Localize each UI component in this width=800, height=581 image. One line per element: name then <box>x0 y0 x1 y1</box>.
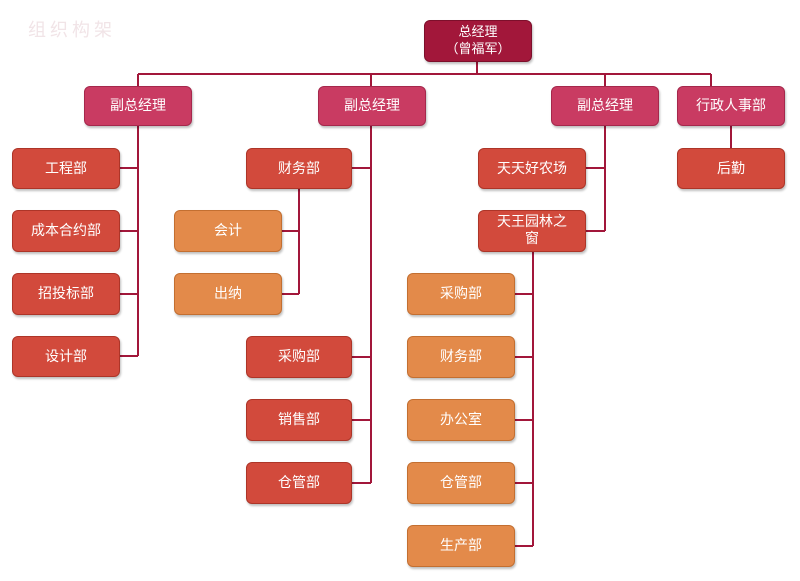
connector-garden-sub <box>515 252 534 547</box>
dept-farm: 天天好农场 <box>478 148 586 189</box>
ceo-title: 总经理 <box>458 25 498 40</box>
vp-node-2: 副总经理 <box>318 86 426 126</box>
connector-ceo-bus <box>137 62 712 86</box>
dept-logistics: 后勤 <box>677 148 785 189</box>
connector-branch-3 <box>586 126 606 232</box>
watermark: 组织构架 <box>28 20 116 41</box>
hr-admin-node: 行政人事部 <box>677 86 785 126</box>
ceo-name: （曾福军） <box>445 42 511 57</box>
dept-sales: 销售部 <box>246 399 352 441</box>
ceo-node: 总经理 （曾福军） <box>424 20 532 62</box>
dept-bidding: 招投标部 <box>12 273 120 315</box>
connector-finance-sub <box>282 189 300 295</box>
dept-warehouse-b2: 仓管部 <box>246 462 352 504</box>
dept-design: 设计部 <box>12 336 120 377</box>
sub-purchasing: 采购部 <box>407 273 515 315</box>
sub-cashier: 出纳 <box>174 273 282 315</box>
sub-production: 生产部 <box>407 525 515 567</box>
dept-cost-contract: 成本合约部 <box>12 210 120 252</box>
connector-branch-2 <box>352 126 372 484</box>
sub-office: 办公室 <box>407 399 515 441</box>
dept-finance-b2: 财务部 <box>246 148 352 189</box>
vp-node-3: 副总经理 <box>551 86 659 126</box>
sub-accounting: 会计 <box>174 210 282 252</box>
sub-finance: 财务部 <box>407 336 515 378</box>
dept-garden: 天王园林之 窗 <box>478 210 586 252</box>
sub-warehouse: 仓管部 <box>407 462 515 504</box>
vp-node-1: 副总经理 <box>84 86 192 126</box>
dept-purchasing-b2: 采购部 <box>246 336 352 378</box>
dept-engineering: 工程部 <box>12 148 120 189</box>
connector-branch-1 <box>120 126 139 357</box>
